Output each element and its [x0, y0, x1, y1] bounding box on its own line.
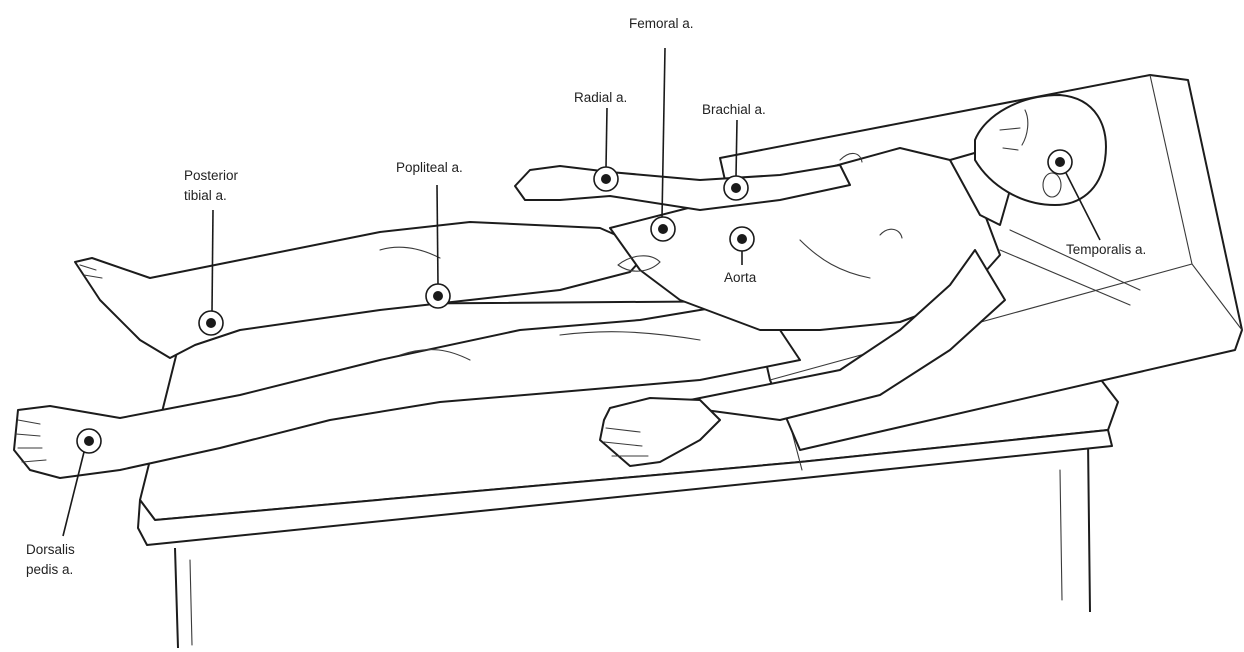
label-aorta: Aorta	[724, 270, 757, 285]
label-popliteal: Popliteal a.	[396, 160, 463, 175]
pulse-dot	[433, 291, 443, 301]
pulse-dot	[737, 234, 747, 244]
pulse-point-radial	[594, 108, 618, 191]
pulse-dot	[1055, 157, 1065, 167]
label-dorsalis-pedis-line2: pedis a.	[26, 562, 73, 577]
label-dorsalis-pedis-line1: Dorsalis	[26, 542, 75, 557]
label-temporalis: Temporalis a.	[1066, 242, 1146, 257]
label-brachial: Brachial a.	[702, 102, 766, 117]
label-femoral: Femoral a.	[629, 16, 694, 31]
pulse-dot	[206, 318, 216, 328]
pulse-dot	[658, 224, 668, 234]
label-posterior-tibial-line2: tibial a.	[184, 188, 227, 203]
label-posterior-tibial-line1: Posterior	[184, 168, 239, 183]
pulse-dot	[84, 436, 94, 446]
pulse-dot	[601, 174, 611, 184]
pulse-dot	[731, 183, 741, 193]
label-radial: Radial a.	[574, 90, 627, 105]
